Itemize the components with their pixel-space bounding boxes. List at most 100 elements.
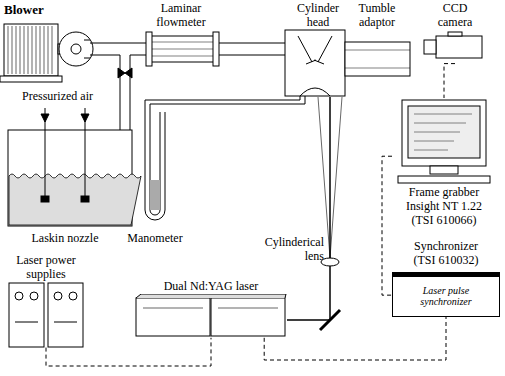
- power-supply-figure: [69, 292, 77, 300]
- laskin-nozzle: [41, 114, 89, 122]
- air-pipe: [90, 43, 285, 130]
- motor-fins: [36, 26, 37, 74]
- computer-figure: [408, 106, 480, 158]
- tumble-adaptor: [345, 42, 410, 76]
- part-label-text: Laminar flowmeter: [156, 1, 205, 29]
- equipment-node: Synchronizer (TSI 610032) Laser pulse syn…: [392, 240, 500, 317]
- computer-figure: [402, 100, 486, 166]
- camera-figure: [420, 30, 490, 64]
- part-label: Laminar flowmeter: [148, 2, 214, 30]
- motor-fins: [44, 26, 45, 74]
- motor-fins: [24, 26, 25, 74]
- part-label: Manometer: [120, 232, 190, 246]
- blower: [0, 76, 62, 82]
- part-label: Laskin nozzle: [10, 232, 120, 246]
- computer-figure: [392, 98, 496, 186]
- camera-figure: [420, 30, 490, 64]
- motor-fins: [48, 26, 49, 74]
- equipment-node: Frame grabber Insight NT 1.22 (TSI 61006…: [392, 98, 496, 227]
- laminar-flowmeter: [152, 42, 213, 56]
- power-supply-figure: [9, 283, 44, 347]
- motor-fins: [8, 26, 52, 74]
- blower: [59, 32, 93, 66]
- laskin-nozzle: [41, 196, 49, 202]
- signal-cable: [382, 156, 392, 295]
- power-supply-figure: [6, 282, 86, 348]
- computer-figure: [414, 150, 448, 151]
- equipment-node: Laser power supplies: [6, 254, 86, 348]
- laser-figure: [143, 307, 278, 308]
- motor-fins: [40, 26, 41, 74]
- motor-fins: [32, 26, 33, 74]
- laskin-nozzle: [45, 108, 85, 196]
- blower: [0, 24, 93, 82]
- power-supply-figure: [15, 292, 23, 300]
- blower: [84, 40, 90, 58]
- power-supply-figure: [54, 292, 62, 300]
- equipment-label: Laser power supplies: [6, 254, 86, 282]
- part-label: Pressurized air: [22, 90, 116, 104]
- computer-figure: [414, 123, 466, 124]
- laser-figure: [135, 294, 287, 338]
- power-supply-figure: [48, 283, 83, 347]
- manometer: [145, 100, 165, 220]
- camera-figure: [424, 40, 436, 54]
- equipment-label: Synchronizer (TSI 610032): [402, 240, 490, 268]
- laser-beam: [287, 97, 342, 330]
- manometer: [145, 96, 305, 220]
- air-pipe: [90, 43, 285, 130]
- laser-figure: [136, 294, 286, 298]
- laskin-nozzle: [8, 108, 141, 226]
- laser-beam: [320, 310, 340, 330]
- manometer: [150, 180, 160, 210]
- part-label-text: Blower: [4, 2, 44, 17]
- equipment-node: CCD camera: [420, 2, 490, 64]
- laminar-flowmeter: [213, 32, 219, 66]
- computer-figure: [398, 176, 490, 183]
- computer-figure: [392, 98, 496, 186]
- signal-cable: [444, 64, 455, 98]
- computer-figure: [414, 132, 460, 133]
- power-supply-figure: [8, 282, 84, 348]
- laser-beam: [318, 97, 342, 258]
- part-label-text: Manometer: [127, 231, 182, 245]
- computer-figure: [414, 114, 472, 115]
- part-label: Blower: [4, 3, 64, 18]
- manometer: [150, 104, 160, 215]
- air-pipe: [118, 68, 132, 78]
- laskin-nozzle: [81, 196, 89, 202]
- part-label-text: Laskin nozzle: [32, 231, 99, 245]
- computer-figure: [430, 166, 458, 174]
- part-label: Tumble adaptor: [350, 2, 404, 30]
- laskin-nozzle: [9, 174, 141, 225]
- motor-fins: [12, 26, 13, 74]
- equipment-node: Dual Nd:YAG laser: [135, 280, 287, 338]
- motor-fins: [16, 26, 17, 74]
- equipment-label: CCD camera: [431, 2, 479, 30]
- cylinder-head: [298, 36, 332, 64]
- power-supply-figure: [15, 321, 38, 322]
- part-label: Cylinderical lens: [248, 236, 324, 264]
- synchronizer-box: Laser pulse synchronizer: [392, 272, 500, 317]
- laminar-flowmeter: [146, 32, 219, 66]
- laser-figure: [135, 294, 287, 338]
- laser-beam: [287, 97, 330, 320]
- equipment-label: Frame grabber Insight NT 1.22 (TSI 61006…: [398, 186, 490, 227]
- part-label-text: Cylinder head: [297, 1, 339, 29]
- motor-fins: [20, 26, 21, 74]
- camera-figure: [448, 32, 462, 36]
- tumble-adaptor: [345, 50, 410, 68]
- motor-fins: [52, 26, 53, 74]
- power-supply-figure: [30, 292, 38, 300]
- motor-fins: [8, 26, 9, 74]
- part-label-text: Tumble adaptor: [359, 1, 396, 29]
- part-label-text: Cylinderical lens: [265, 235, 324, 263]
- part-label: Cylinder head: [292, 2, 344, 30]
- equipment-label: Dual Nd:YAG laser: [135, 280, 287, 294]
- motor-fins: [28, 26, 29, 74]
- power-supply-figure: [54, 321, 77, 322]
- tumble-adaptor: [345, 42, 410, 76]
- cylinder-head: [300, 88, 330, 96]
- blower: [4, 24, 58, 76]
